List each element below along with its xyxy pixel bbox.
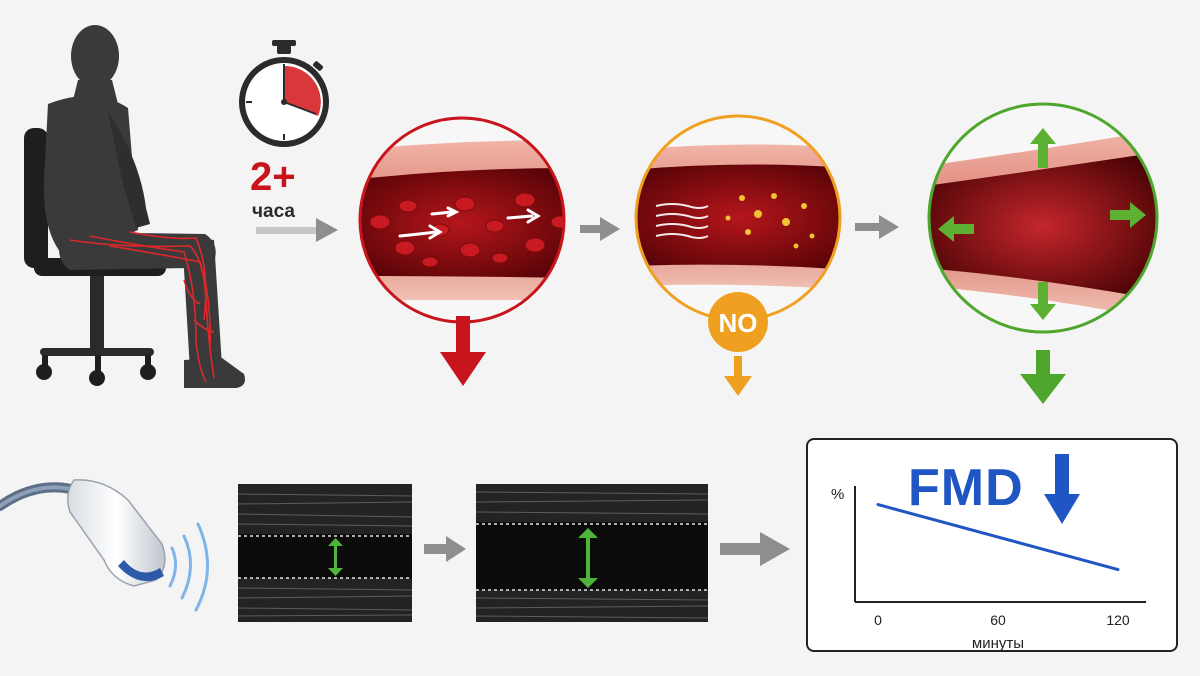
flow-direction-arrows bbox=[398, 206, 541, 240]
stopwatch-icon bbox=[239, 40, 329, 147]
ultrasound-image-before bbox=[238, 484, 412, 622]
sitting-duration-unit: часа bbox=[252, 201, 295, 222]
red-blood-cells bbox=[369, 192, 564, 268]
shear-wave-lines bbox=[655, 203, 709, 239]
diameter-arrow-icon bbox=[328, 538, 343, 576]
no-badge bbox=[708, 292, 768, 352]
diameter-arrow-icon bbox=[578, 528, 598, 588]
vessel-circle-red bbox=[358, 116, 566, 386]
arrow-icon bbox=[580, 217, 620, 241]
arrow-icon bbox=[855, 215, 899, 239]
ultrasound-image-after bbox=[476, 484, 708, 622]
arrow-icon bbox=[256, 218, 338, 242]
sitting-person-illustration bbox=[24, 25, 245, 388]
nitric-oxide-particles bbox=[725, 193, 815, 249]
flow-arrows-top bbox=[256, 215, 899, 242]
arrow-icon bbox=[424, 536, 466, 562]
decrease-arrow-red bbox=[440, 316, 486, 386]
dilation-arrows bbox=[938, 128, 1146, 320]
chart-title: FMD bbox=[908, 459, 1024, 517]
no-badge-label: NO bbox=[718, 308, 758, 338]
leg-veins bbox=[69, 231, 215, 383]
ultrasound-probe-illustration bbox=[0, 479, 209, 612]
vessel-circle-green bbox=[927, 102, 1159, 404]
decrease-arrow-orange bbox=[724, 356, 752, 396]
arrow-icon bbox=[720, 532, 790, 566]
person-silhouette bbox=[43, 25, 245, 388]
sitting-duration-value: 2+ bbox=[250, 155, 296, 199]
ultrasound-wave-icon bbox=[168, 522, 209, 612]
flow-arrows-bottom bbox=[424, 532, 790, 566]
vessel-circle-orange bbox=[634, 114, 842, 396]
decrease-arrow-green bbox=[1020, 350, 1066, 404]
